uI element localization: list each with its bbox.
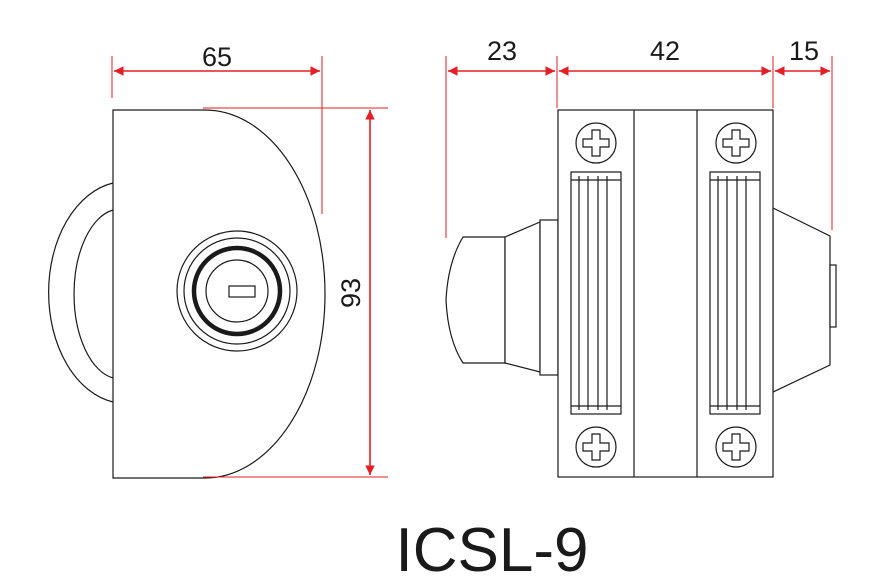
dim-label-65: 65 — [202, 42, 232, 72]
lock-cylinder-ring — [191, 245, 283, 337]
side-knob — [445, 236, 506, 364]
dim-label-23: 23 — [487, 36, 517, 66]
screw-top-right — [715, 122, 757, 164]
dim-label-15: 15 — [789, 36, 819, 66]
keyhole-slot — [228, 285, 256, 298]
front-back-ring-inner — [73, 209, 114, 379]
side-cam-housing — [772, 207, 831, 393]
dim-label-93: 93 — [336, 278, 366, 308]
lock-cylinder-core — [205, 259, 269, 323]
screw-bottom-right — [715, 426, 757, 468]
side-cam-tip — [829, 264, 837, 328]
front-main-plate — [112, 109, 326, 479]
lock-cylinder-mid — [183, 237, 291, 345]
model-label: ICSL-9 — [396, 516, 589, 585]
side-neck — [504, 221, 541, 373]
dimension-lines — [111, 56, 833, 478]
screw-top-left — [575, 122, 617, 164]
lock-cylinder-outer — [176, 230, 298, 352]
front-back-ring — [48, 182, 114, 403]
side-collar — [539, 219, 559, 376]
dim-label-42: 42 — [650, 36, 680, 66]
front-view — [48, 109, 326, 479]
screw-bottom-left — [575, 426, 617, 468]
side-view — [445, 109, 837, 478]
